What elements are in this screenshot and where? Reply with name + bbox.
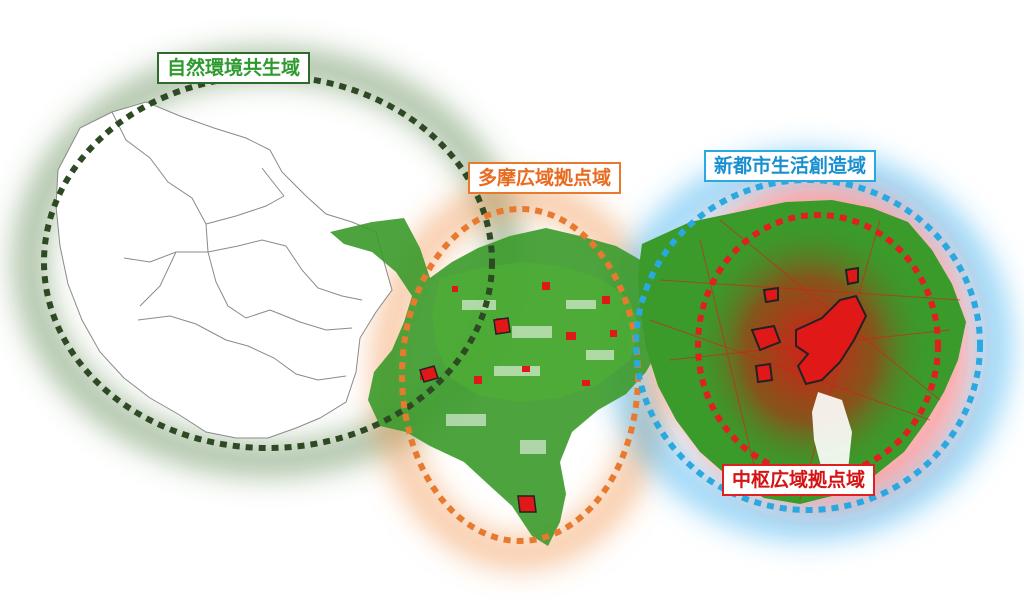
ward-area <box>638 200 966 504</box>
nature-zone-label: 自然環境共生域 <box>157 52 311 84</box>
central-core-outline <box>795 294 868 386</box>
machida-core-outline <box>517 495 537 513</box>
core-zone-label: 中枢広域拠点域 <box>722 464 876 496</box>
western-municipal-boundaries <box>55 101 393 439</box>
tachikawa-core-outline <box>493 317 511 335</box>
hachioji-core-outline <box>419 365 439 383</box>
tama-zone-label: 多摩広域拠点域 <box>468 162 622 194</box>
tokyo-bay-inlet <box>812 392 852 486</box>
newcity-zone-label: 新都市生活創造域 <box>704 150 877 182</box>
